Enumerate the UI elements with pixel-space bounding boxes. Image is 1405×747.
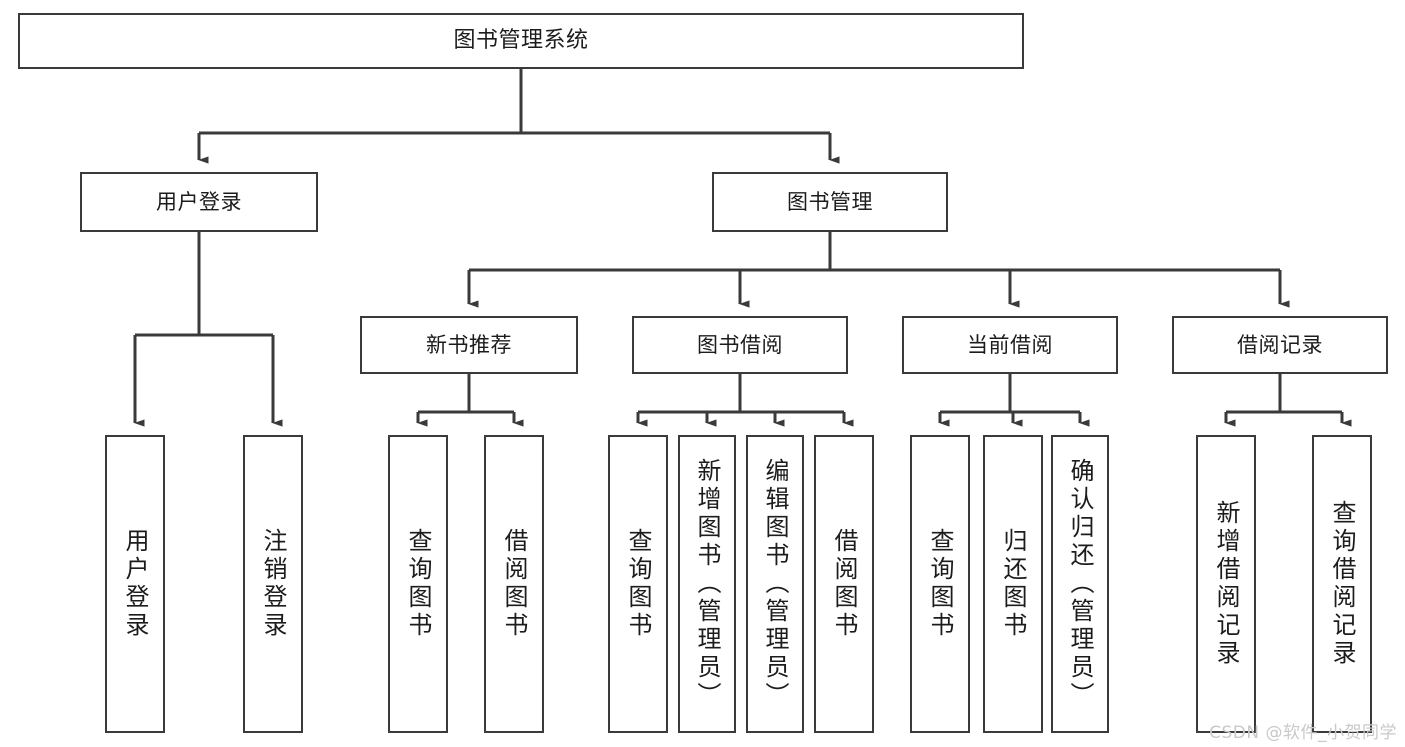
node-leaf-borrow-book-1-label: 借阅图书 (500, 528, 528, 640)
node-book-manage-label: 图书管理 (787, 189, 873, 214)
node-leaf-query-borrow-record[interactable]: 查询借阅记录 (1312, 435, 1372, 733)
node-leaf-add-book-label: 新增图书（管理员） (693, 458, 721, 710)
node-leaf-borrow-book-2[interactable]: 借阅图书 (814, 435, 874, 733)
node-leaf-add-borrow-record[interactable]: 新增借阅记录 (1196, 435, 1256, 733)
node-leaf-edit-book-label: 编辑图书（管理员） (761, 458, 789, 710)
node-leaf-query-borrow-record-label: 查询借阅记录 (1328, 500, 1356, 668)
node-leaf-query-book-1-label: 查询图书 (404, 528, 432, 640)
node-leaf-query-book-2[interactable]: 查询图书 (608, 435, 668, 733)
node-leaf-logout-login-label: 注销登录 (259, 528, 287, 640)
node-root[interactable]: 图书管理系统 (18, 13, 1024, 69)
node-leaf-query-book-2-label: 查询图书 (624, 528, 652, 640)
node-book-manage[interactable]: 图书管理 (712, 172, 948, 232)
node-root-label: 图书管理系统 (453, 28, 589, 54)
node-user-login-label: 用户登录 (156, 189, 242, 214)
node-user-login[interactable]: 用户登录 (80, 172, 318, 232)
node-new-book-recommend[interactable]: 新书推荐 (360, 316, 578, 374)
node-current-borrow-label: 当前借阅 (967, 332, 1053, 357)
node-borrow-record[interactable]: 借阅记录 (1172, 316, 1388, 374)
node-leaf-borrow-book-2-label: 借阅图书 (830, 528, 858, 640)
node-borrow-record-label: 借阅记录 (1237, 332, 1323, 357)
node-leaf-query-book-3-label: 查询图书 (926, 528, 954, 640)
node-new-book-recommend-label: 新书推荐 (426, 332, 512, 357)
node-leaf-borrow-book-1[interactable]: 借阅图书 (484, 435, 544, 733)
node-leaf-add-borrow-record-label: 新增借阅记录 (1212, 500, 1240, 668)
node-leaf-confirm-return-label: 确认归还（管理员） (1066, 458, 1094, 710)
node-leaf-query-book-1[interactable]: 查询图书 (388, 435, 448, 733)
node-leaf-edit-book[interactable]: 编辑图书（管理员） (746, 435, 804, 733)
node-current-borrow[interactable]: 当前借阅 (902, 316, 1118, 374)
node-book-borrow[interactable]: 图书借阅 (632, 316, 848, 374)
node-leaf-query-book-3[interactable]: 查询图书 (910, 435, 970, 733)
node-leaf-logout-login[interactable]: 注销登录 (243, 435, 303, 733)
node-leaf-user-login-label: 用户登录 (121, 528, 149, 640)
node-book-borrow-label: 图书借阅 (697, 332, 783, 357)
node-leaf-return-book[interactable]: 归还图书 (983, 435, 1043, 733)
node-leaf-confirm-return[interactable]: 确认归还（管理员） (1051, 435, 1109, 733)
node-leaf-user-login[interactable]: 用户登录 (105, 435, 165, 733)
node-leaf-add-book[interactable]: 新增图书（管理员） (678, 435, 736, 733)
node-leaf-return-book-label: 归还图书 (999, 528, 1027, 640)
